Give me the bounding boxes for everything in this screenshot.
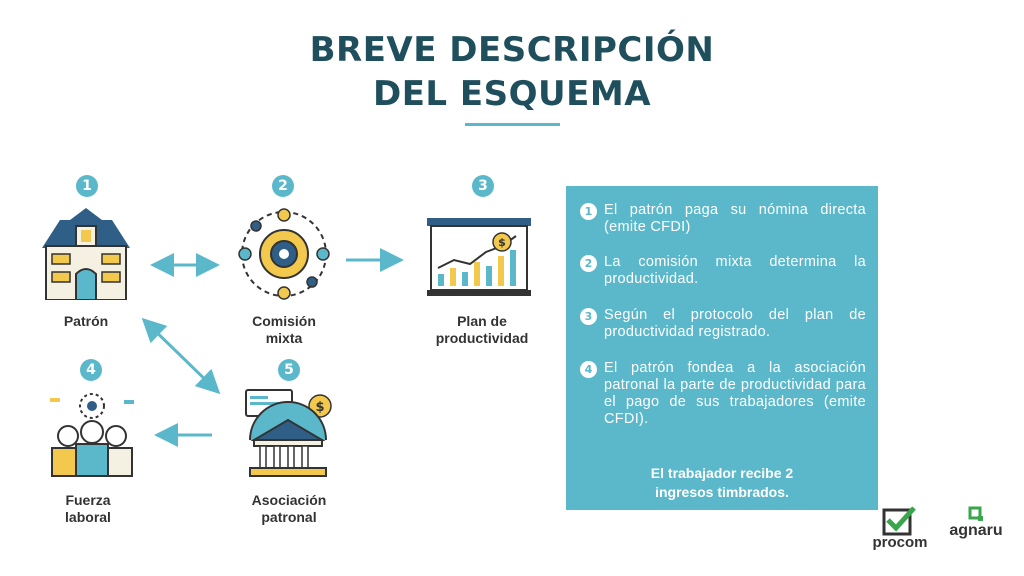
closing-statement: El trabajador recibe 2 ingresos timbrado… [650,465,794,500]
node-4-number: 4 [80,359,102,381]
node-4-label: Fuerza laboral [65,492,111,525]
step-2-text: La comisión mixta determina la productiv… [604,254,866,287]
description-panel: 1 El patrón paga su nómina directa (emit… [566,186,878,510]
node-3-label: Plan de productividad [435,313,529,346]
agnaru-logo: agnaru [940,506,1012,556]
arrow-patron-asociacion [141,317,221,395]
building-icon [40,208,132,305]
svg-text:$: $ [315,400,324,415]
step-3-text: Según el protocolo del plan de productiv… [604,307,866,340]
committee-gear-icon [238,208,330,305]
node-5-number: 5 [278,359,300,381]
step-1-number: 1 [580,203,597,220]
node-5-label: Asociación patronal [251,492,327,525]
node-2-number: 2 [272,175,294,197]
growth-chart-icon: $ [426,216,532,303]
title-line-2: DEL ESQUEMA [372,74,652,114]
step-2-number: 2 [580,255,597,272]
title-underline [465,123,560,126]
procom-logo: procom [862,506,938,558]
bank-icon: $ [240,388,336,485]
step-1-text: El patrón paga su nómina directa (emite … [604,202,866,235]
node-2-label: Comisión mixta [252,313,316,346]
node-3-number: 3 [472,175,494,197]
workers-icon [46,392,138,483]
svg-text:$: $ [498,236,506,249]
step-4-text: El patrón fondea a la asociación patrona… [604,360,866,427]
flow-arrows [141,248,404,447]
step-3-number: 3 [580,308,597,325]
agnaru-logo-text: agnaru [949,522,1003,539]
title-line-1: BREVE DESCRIPCIÓN [309,30,715,70]
step-4-number: 4 [580,361,597,378]
procom-logo-text: procom [872,534,928,551]
node-1-label: Patrón [63,313,109,329]
node-1-number: 1 [76,175,98,197]
